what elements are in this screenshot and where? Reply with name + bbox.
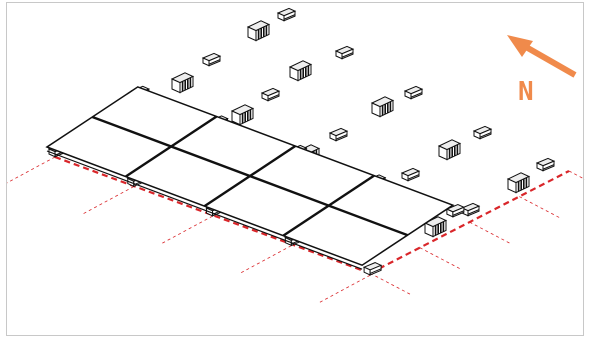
ballast-block-small	[328, 127, 349, 142]
leader-line-right	[519, 196, 562, 219]
north-arrow-head	[507, 35, 533, 57]
leader-line-right	[469, 221, 512, 245]
ballast-block-small	[400, 167, 421, 182]
ballast-block-small	[334, 45, 355, 60]
drawing-frame: N	[6, 2, 585, 336]
ballast-block-large	[288, 60, 313, 82]
leader-line-left	[317, 274, 371, 304]
leader-line-right	[419, 247, 463, 271]
front-rail	[46, 150, 363, 270]
leader-line-left	[7, 156, 56, 184]
array-foot-front	[362, 262, 383, 276]
leader-line-left	[81, 186, 134, 215]
leader-line-right	[568, 170, 585, 180]
ballast-block-small	[535, 157, 556, 172]
north-arrow-icon	[517, 40, 577, 78]
ballast-block-small	[260, 87, 281, 102]
leader-line-left	[160, 215, 213, 245]
ballast-block-small	[472, 125, 493, 140]
panel-row-divider	[91, 115, 408, 237]
guide-lines	[7, 155, 585, 304]
ballast-block-small	[201, 52, 222, 67]
isometric-layout-drawing: N	[7, 7, 585, 304]
ballast-block-small	[276, 7, 297, 22]
ballast-block-large	[246, 20, 271, 42]
ballast-block-small	[460, 202, 481, 217]
ballast-block-large	[230, 104, 255, 126]
ballast-block-large	[437, 139, 462, 161]
ballast-block-large	[423, 216, 448, 238]
array-foot-back	[445, 203, 466, 218]
front-edge-dashed	[54, 155, 371, 275]
leader-line-right	[369, 272, 413, 296]
solar-panel-array	[45, 86, 455, 270]
north-compass: N	[507, 35, 577, 107]
leader-line-left	[239, 245, 292, 275]
ballast-block-large	[506, 172, 531, 194]
north-label: N	[518, 77, 534, 107]
ballast-block-large	[170, 72, 195, 94]
ballast-block-small	[403, 85, 424, 100]
ballast-block-large	[370, 96, 395, 118]
